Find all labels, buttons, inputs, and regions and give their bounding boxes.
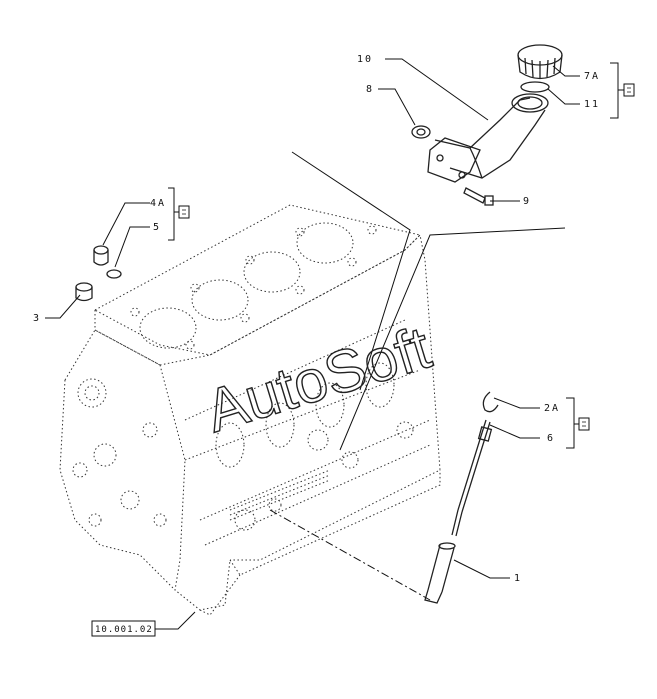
dipstick-tube	[424, 542, 456, 604]
filler-cap	[517, 44, 563, 80]
callout-10: 10	[357, 54, 373, 65]
plug-4a	[93, 245, 109, 266]
callout-6: 6	[547, 433, 555, 444]
engine-block	[59, 204, 441, 616]
reference-box[interactable]: 10.001.02	[91, 620, 156, 637]
callout-2a: 2A	[544, 403, 560, 414]
callout-3: 3	[33, 313, 41, 324]
reference-code: 10.001.02	[95, 625, 153, 635]
kit-box-icon	[623, 83, 635, 97]
kit-box-icon	[578, 417, 590, 431]
flange-bolt	[463, 187, 494, 206]
oil-filler-pipe	[427, 93, 549, 183]
kit-box-icon	[178, 205, 190, 219]
dipstick	[451, 391, 499, 537]
watermark: AutoSoft	[198, 313, 438, 444]
callout-8: 8	[366, 84, 374, 95]
callout-1: 1	[514, 573, 522, 584]
callout-4a: 4A	[150, 198, 166, 209]
callout-11: 11	[584, 99, 600, 110]
callout-7a: 7A	[584, 71, 600, 82]
callout-9: 9	[523, 196, 531, 207]
cap-seal	[520, 81, 550, 93]
callout-5: 5	[153, 222, 161, 233]
washer-5	[106, 269, 122, 279]
plug-3	[75, 282, 93, 302]
flange-gasket	[411, 125, 431, 139]
